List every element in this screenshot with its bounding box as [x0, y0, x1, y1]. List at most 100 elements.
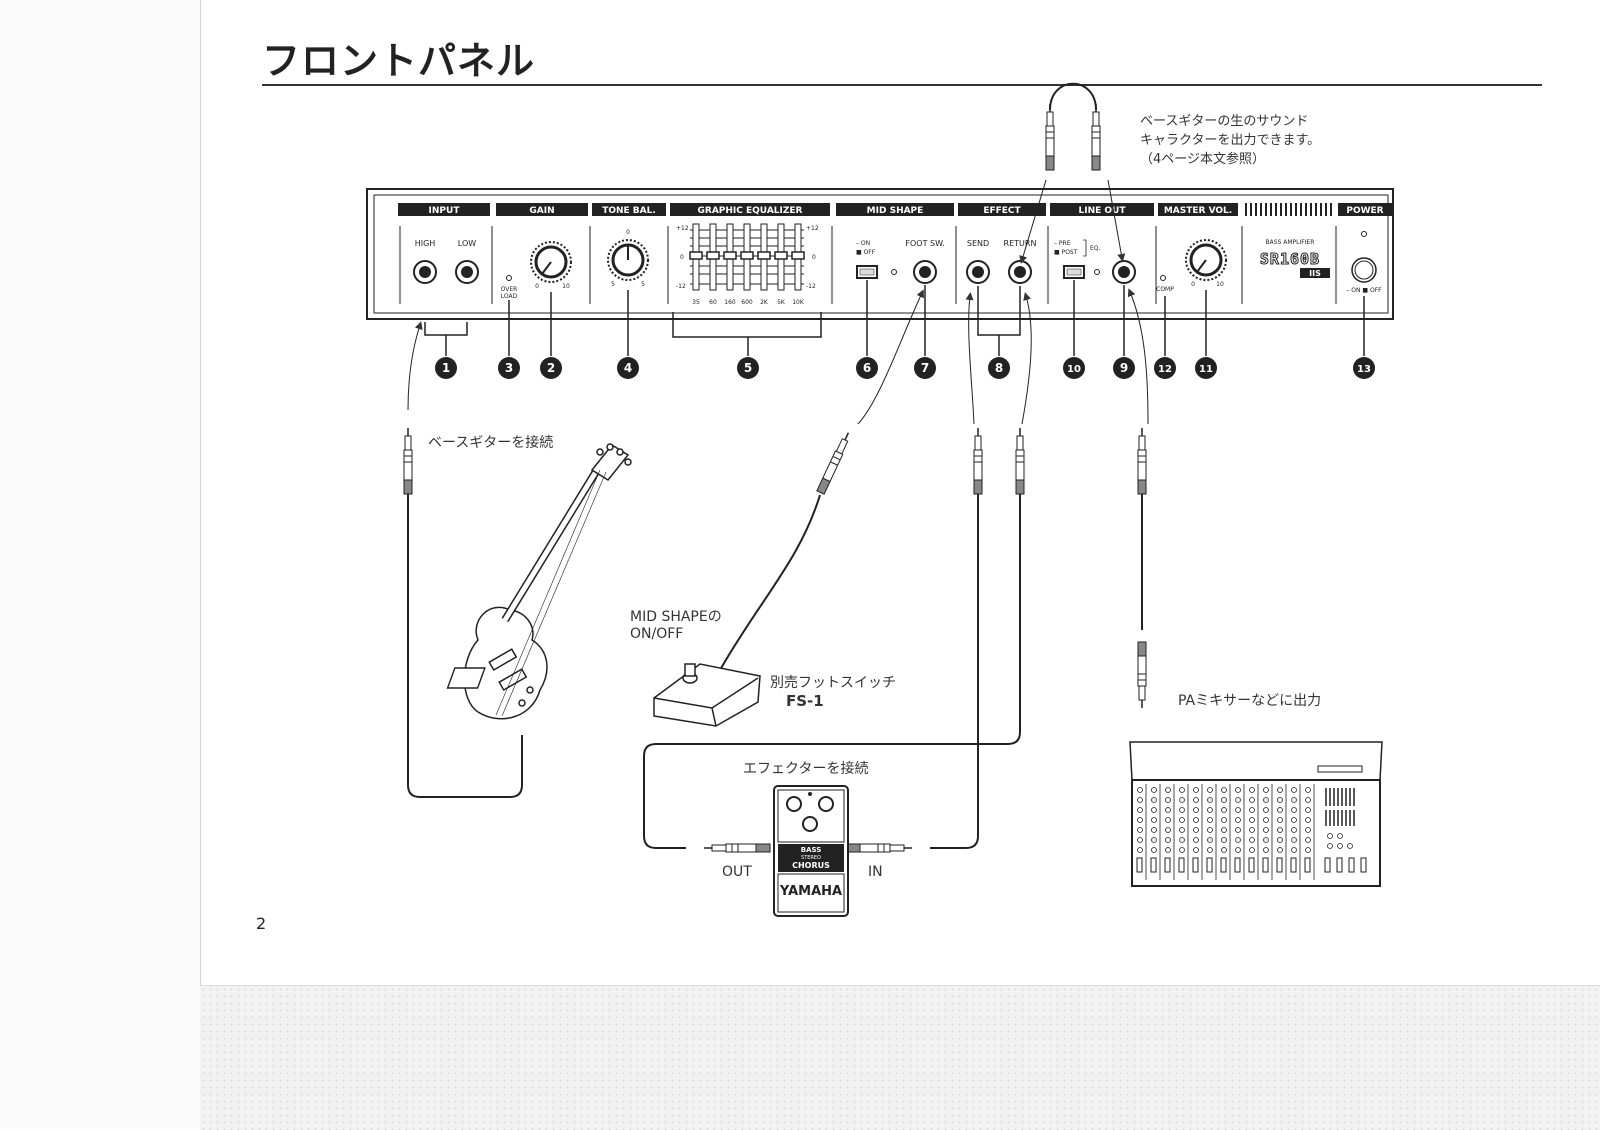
effector-line3: CHORUS	[792, 861, 830, 870]
eq-band-60: 60	[709, 299, 717, 306]
send-label: SEND	[967, 239, 989, 248]
callout-3: 3	[498, 357, 520, 379]
foot-sw-label: FOOT SW.	[905, 239, 944, 248]
line-out-jack[interactable]	[1112, 260, 1136, 284]
power-button[interactable]	[1351, 257, 1377, 283]
callout-8: 8	[988, 357, 1010, 379]
section-bar-effect	[958, 203, 1046, 216]
eq-db-zero-right: 0	[812, 254, 816, 261]
eq-band-10k: 10K	[792, 299, 805, 306]
comp-label: COMP	[1156, 286, 1174, 293]
note-line-3: （4ページ本文参照）	[1140, 152, 1266, 167]
eq-slider-35[interactable]	[689, 223, 703, 291]
callout-13: 13	[1353, 357, 1375, 379]
tone-scale-right: 5	[641, 281, 645, 288]
mid-shape-switch[interactable]	[856, 265, 878, 279]
power-led	[1361, 231, 1367, 237]
callout-9-text: 9	[1120, 361, 1128, 375]
section-eq-label: GRAPHIC EQUALIZER	[698, 206, 803, 216]
eq-slider-2k[interactable]	[757, 223, 771, 291]
callout-13-text: 13	[1357, 364, 1371, 375]
section-input-label: INPUT	[429, 206, 461, 216]
master-scale-max: 10	[1216, 281, 1224, 288]
mid-shape-led	[891, 269, 897, 275]
mid-shape-onoff-label-1: MID SHAPEの	[630, 609, 722, 625]
eq-db-plus-right: +12	[806, 225, 819, 232]
page-bottom-band	[200, 985, 1600, 1130]
callout-1-text: 1	[442, 361, 450, 375]
pre-post-bracket	[1083, 239, 1087, 257]
eq-db-minus-right: -12	[806, 283, 816, 290]
pa-mixer-label: PAミキサーなどに出力	[1178, 693, 1322, 709]
input-low-label: LOW	[458, 239, 476, 248]
input-high-jack[interactable]	[413, 260, 437, 284]
eq-slider-5k[interactable]	[774, 223, 788, 291]
effector-line2: STEREO	[801, 855, 821, 861]
top-patch-cable	[1019, 82, 1126, 264]
section-effect-label: EFFECT	[983, 206, 1021, 216]
tone-scale-left: 5	[611, 281, 615, 288]
tone-balance-knob[interactable]	[607, 239, 649, 281]
pre-post-switch[interactable]	[1063, 265, 1085, 279]
mid-shape-onoff-label-2: ON/OFF	[630, 626, 684, 642]
master-scale-min: 0	[1191, 281, 1195, 288]
return-label: RETURN	[1004, 239, 1037, 248]
section-power-label: POWER	[1346, 206, 1383, 216]
pre-label: – PRE	[1054, 240, 1071, 247]
callout-1: 1	[435, 357, 457, 379]
callout-10-text: 10	[1067, 364, 1081, 375]
overload-label-1: OVER	[501, 286, 518, 293]
master-volume-knob[interactable]	[1185, 239, 1227, 281]
eq-db-plus-left: +12	[676, 225, 689, 232]
eq-slider-60[interactable]	[706, 223, 720, 291]
section-bar-lineout	[1050, 203, 1154, 216]
out-label: OUT	[722, 864, 752, 880]
callout-4: 4	[617, 357, 639, 379]
note-line-2: キャラクターを出力できます。	[1140, 133, 1321, 148]
effector-brand: YAMAHA	[779, 884, 842, 899]
tone-scale-center: 0	[626, 229, 630, 236]
callout-lines	[424, 280, 1365, 356]
effector-line1: BASS	[801, 846, 822, 854]
model-label: SR160B	[1260, 250, 1320, 268]
effect-cables	[643, 292, 1032, 853]
overload-label-2: LOAD	[501, 293, 518, 300]
section-bar-gain	[496, 203, 588, 216]
callout-6-text: 6	[863, 361, 871, 375]
section-gain-label: GAIN	[529, 206, 554, 216]
eq-slider-600[interactable]	[740, 223, 754, 291]
page-title: フロントパネル	[262, 39, 536, 83]
line-out-cable	[1127, 288, 1149, 709]
foot-sw-jack[interactable]	[913, 260, 937, 284]
callout-3-text: 3	[505, 361, 513, 375]
effector-pedal-icon: BASS STEREO CHORUS YAMAHA	[773, 785, 849, 917]
eq-db-zero-left: 0	[680, 254, 684, 261]
eq-slider-10k[interactable]	[791, 223, 805, 291]
line-out-led	[1094, 269, 1100, 275]
return-jack[interactable]	[1008, 260, 1032, 284]
eq-band-160: 160	[724, 299, 736, 306]
gain-knob[interactable]	[530, 241, 572, 283]
bass-guitar-icon	[463, 443, 632, 720]
callout-12: 12	[1154, 357, 1176, 379]
eq-slider-160[interactable]	[723, 223, 737, 291]
input-high-label: HIGH	[415, 239, 436, 248]
input-low-jack[interactable]	[455, 260, 479, 284]
bass-amplifier-label: BASS AMPLIFIER	[1266, 239, 1315, 246]
callout-7: 7	[914, 357, 936, 379]
eq-band-2k: 2K	[760, 299, 769, 306]
eq-db-minus-left: -12	[676, 283, 686, 290]
mid-on-label: – ON	[856, 240, 870, 247]
model-sub-label: IIS	[1309, 269, 1321, 278]
callout-8-text: 8	[995, 361, 1003, 375]
mid-off-label: ■ OFF	[856, 249, 876, 256]
callout-6: 6	[856, 357, 878, 379]
title-rule	[262, 84, 1542, 86]
model-sub-badge	[1300, 268, 1330, 278]
eq-band-5k: 5K	[777, 299, 786, 306]
send-jack[interactable]	[966, 260, 990, 284]
callout-11-text: 11	[1199, 364, 1213, 375]
callout-7-text: 7	[921, 361, 929, 375]
